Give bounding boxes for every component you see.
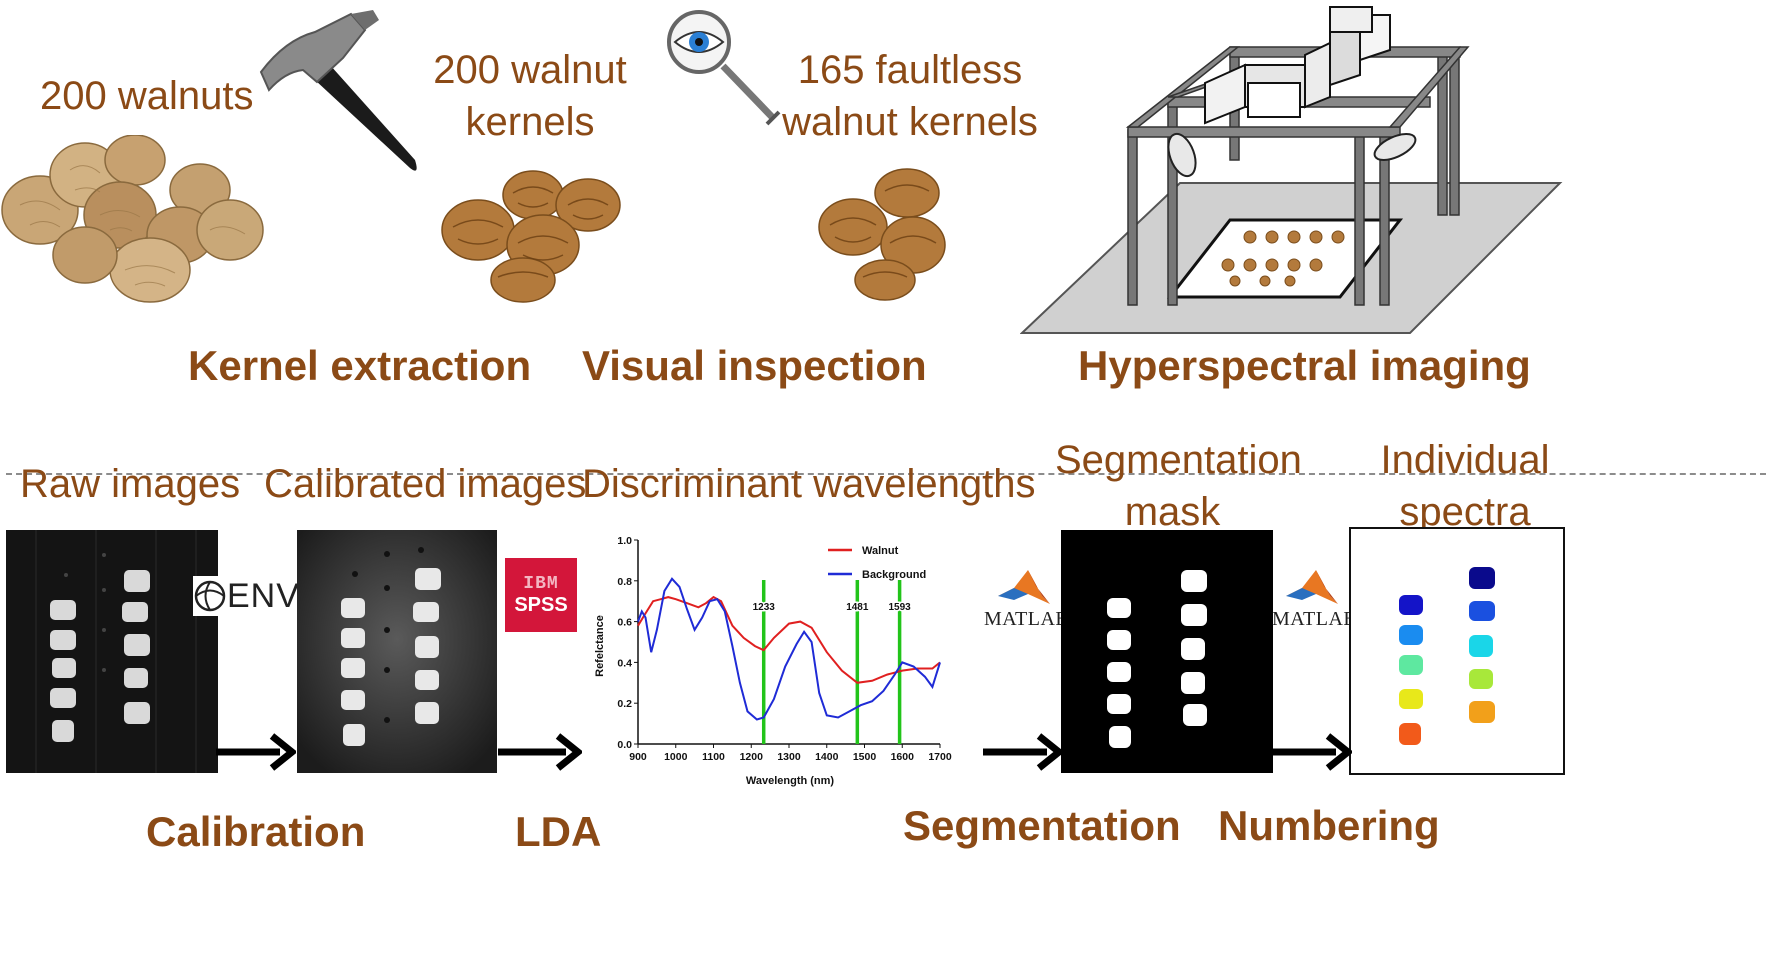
- discriminant-wavelengths-label: Discriminant wavelengths: [582, 462, 1036, 506]
- chart-x-tick-label: 1700: [928, 751, 952, 763]
- chart-x-tick-label: 1600: [891, 751, 915, 763]
- walnuts-image: [1, 135, 264, 303]
- matlab-membrane-icon: [998, 570, 1050, 604]
- ibm-text: IBM: [523, 574, 559, 594]
- kernels-count-label: 200 walnut kernels: [433, 48, 627, 144]
- magnifier-eye-icon: [667, 10, 781, 126]
- raw-images-label: Raw images: [20, 462, 241, 506]
- arrow-right-icon: [498, 733, 582, 771]
- stage-lda: LDA: [515, 808, 602, 855]
- chart-x-tick-label: 1400: [815, 751, 839, 763]
- chart-x-tick-label: 900: [629, 751, 647, 763]
- envi-globe-icon: [194, 580, 226, 612]
- chart-marker-label: 1481: [846, 602, 869, 613]
- envi-logo: ENVI: [193, 576, 313, 616]
- matlab-logo-numbering: MATLAB: [1272, 566, 1358, 632]
- chart-y-tick-label: 0.0: [617, 739, 632, 751]
- chart-marker-label: 1233: [753, 602, 776, 613]
- matlab-text: MATLAB: [984, 608, 1070, 630]
- individual-spectra-panel: [1349, 527, 1565, 775]
- chart-y-axis-label: Refelctance: [594, 615, 606, 677]
- stage-segmentation: Segmentation: [903, 802, 1181, 849]
- chart-x-tick-label: 1000: [664, 751, 688, 763]
- hyperspectral-imaging-rig: [1020, 6, 1563, 334]
- chart-legend-label: Walnut: [862, 545, 899, 557]
- chart-series-line: [637, 577, 941, 721]
- envi-logo-text: ENVI: [227, 576, 311, 615]
- calibrated-images-label: Calibrated images: [264, 462, 587, 506]
- arrow-right-icon: [216, 733, 296, 771]
- chart-y-tick-label: 1.0: [617, 535, 632, 547]
- chart-series-line: [637, 595, 941, 684]
- faultless-count-label: 165 faultless walnut kernels: [782, 48, 1038, 144]
- chart-marker-label: 1593: [888, 602, 911, 613]
- spss-text: SPSS: [514, 594, 568, 616]
- stage-hyperspectral-imaging: Hyperspectral imaging: [1078, 342, 1531, 389]
- stage-visual-inspection: Visual inspection: [582, 342, 927, 389]
- chart-x-tick-label: 1100: [702, 751, 725, 763]
- chart-y-tick-label: 0.4: [617, 657, 632, 669]
- stage-numbering: Numbering: [1218, 802, 1440, 849]
- faultless-kernels-image: [818, 168, 946, 301]
- section-divider: [6, 473, 1766, 475]
- matlab-logo-segmentation: MATLAB: [984, 566, 1070, 632]
- calibrated-image-panel: [297, 530, 497, 773]
- matlab-text: MATLAB: [1272, 608, 1358, 630]
- chart-x-axis-label: Wavelength (nm): [746, 775, 835, 787]
- spectral-line-chart: 900 1000 1100 1200 1300 1400 1500 1600 1700 0.0 0.…: [594, 535, 952, 787]
- segmentation-mask-panel: [1061, 530, 1273, 773]
- chart-x-tick-label: 1500: [853, 751, 877, 763]
- ibm-spss-logo: IBM SPSS: [505, 558, 577, 632]
- stage-kernel-extraction: Kernel extraction: [188, 342, 532, 389]
- chart-y-tick-label: 0.6: [617, 617, 632, 629]
- chart-x-tick-label: 1200: [740, 751, 764, 763]
- segmentation-mask-label: Segmentation mask: [1055, 438, 1302, 534]
- individual-spectra-label: Individual spectra: [1380, 438, 1550, 534]
- walnuts-count-label: 200 walnuts: [40, 74, 254, 118]
- chart-y-tick-label: 0.8: [617, 576, 632, 588]
- arrow-right-icon: [1272, 733, 1352, 771]
- chart-x-tick-label: 1300: [777, 751, 801, 763]
- chart-legend-label: Background: [862, 569, 926, 581]
- arrow-right-icon: [983, 733, 1063, 771]
- chart-y-tick-label: 0.2: [617, 698, 632, 710]
- raw-image-panel: [6, 530, 218, 773]
- hammer-icon: [259, 10, 417, 171]
- stage-calibration: Calibration: [146, 808, 366, 855]
- walnut-kernels-image: [441, 170, 621, 303]
- matlab-membrane-icon: [1286, 570, 1338, 604]
